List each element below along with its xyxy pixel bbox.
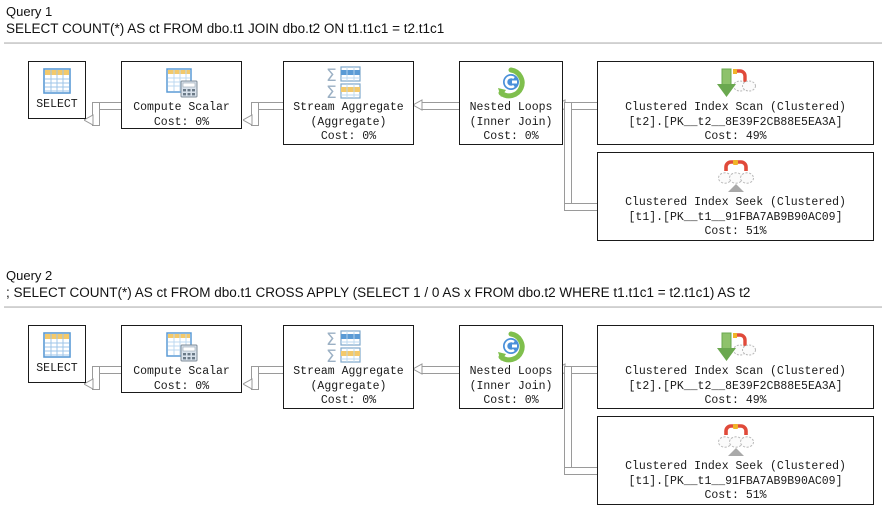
plan-node-stream-aggregate-cost-2: Cost: 0% [320, 394, 377, 407]
plan-node-clustered-index-scan-label-2: Clustered Index Scan (Clustered) [625, 365, 846, 378]
svg-text:Σ: Σ [326, 83, 337, 100]
connector-loops-to-stream [413, 99, 466, 111]
result-table-icon-svg [43, 68, 71, 94]
plan-node-stream-aggregate-sublabel-2: (Aggregate) [310, 379, 387, 393]
arrowhead-icon [243, 114, 253, 126]
plan-node-select-2[interactable]: SELECT [28, 325, 86, 383]
compute-scalar-icon [122, 65, 241, 101]
clustered-index-seek-icon-svg [717, 424, 754, 456]
plan-node-compute-scalar-label-2: Compute Scalar [133, 365, 230, 378]
compute-scalar-icon-svg [165, 68, 197, 98]
plan-node-compute-scalar-cost-2: Cost: 0% [153, 379, 210, 393]
query-block-1: Query 1 SELECT COUNT(*) AS ct FROM dbo.t… [0, 4, 886, 44]
execution-plan-1: SELECT Compute Scalar Cost: 0% [0, 55, 886, 260]
arrowhead-icon [243, 378, 253, 390]
plan-node-stream-aggregate-label: Stream Aggregate [293, 101, 404, 114]
arrowhead-icon [413, 363, 423, 375]
clustered-index-seek-icon [598, 156, 873, 196]
clustered-index-scan-icon [598, 65, 873, 101]
query-2-sql-text: ; SELECT COUNT(*) AS ct FROM dbo.t1 CROS… [6, 285, 751, 300]
plan-node-clustered-index-scan-2[interactable]: Clustered Index Scan (Clustered) [t2].[P… [597, 325, 874, 409]
stream-aggregate-icon: Σ Σ [284, 65, 413, 101]
result-table-icon [29, 328, 85, 362]
query-2-divider [4, 306, 882, 308]
plan-node-stream-aggregate-label-2: Stream Aggregate [293, 365, 404, 378]
plan-node-compute-scalar-label: Compute Scalar [133, 101, 230, 114]
compute-scalar-icon [122, 329, 241, 365]
connector-stream-to-compute-2 [243, 366, 285, 390]
plan-node-select-label: SELECT [36, 98, 78, 111]
clustered-index-scan-icon-svg [716, 332, 756, 361]
connector-seek-to-loops [564, 102, 604, 211]
plan-node-nested-loops-2[interactable]: Nested Loops (Inner Join) Cost: 0% [459, 325, 563, 409]
execution-plan-2: SELECT Compute Scalar Cost: 0% [0, 319, 886, 524]
plan-node-nested-loops[interactable]: Nested Loops (Inner Join) Cost: 0% [459, 61, 563, 145]
query-1-title: Query 1 [6, 4, 53, 19]
arrowhead-icon [84, 114, 94, 126]
plan-node-nested-loops-sublabel-2: (Inner Join) [469, 379, 553, 393]
plan-node-clustered-index-seek-cost-2: Cost: 51% [704, 489, 767, 502]
plan-node-nested-loops-label: Nested Loops [469, 101, 553, 114]
clustered-index-seek-icon-svg [717, 160, 754, 192]
plan-node-clustered-index-scan[interactable]: Clustered Index Scan (Clustered) [t2].[P… [597, 61, 874, 145]
clustered-index-seek-icon [598, 420, 873, 460]
plan-node-stream-aggregate-sublabel: (Aggregate) [310, 115, 387, 129]
plan-node-compute-scalar-2[interactable]: Compute Scalar Cost: 0% [121, 325, 242, 393]
plan-node-nested-loops-label-2: Nested Loops [469, 365, 553, 378]
connector-compute-to-select-2 [84, 366, 123, 390]
nested-loops-icon [460, 65, 562, 101]
plan-node-clustered-index-seek-object-2: [t1].[PK__t1__91FBA7AB9B90AC09] [628, 474, 843, 488]
connector-stream-to-compute [243, 102, 285, 126]
plan-node-clustered-index-scan-object: [t2].[PK__t2__8E39F2CB88E5EA3A] [628, 115, 843, 129]
plan-node-clustered-index-seek-2[interactable]: Clustered Index Seek (Clustered) [t1].[P… [597, 416, 874, 505]
plan-node-clustered-index-scan-object-2: [t2].[PK__t2__8E39F2CB88E5EA3A] [628, 379, 843, 393]
arrowhead-icon [84, 378, 94, 390]
plan-node-clustered-index-seek[interactable]: Clustered Index Seek (Clustered) [t1].[P… [597, 152, 874, 241]
nested-loops-icon [460, 329, 562, 365]
plan-node-clustered-index-seek-label-2: Clustered Index Seek (Clustered) [625, 460, 846, 473]
plan-node-clustered-index-seek-cost: Cost: 51% [704, 225, 767, 238]
plan-node-compute-scalar-cost: Cost: 0% [153, 115, 210, 129]
svg-text:Σ: Σ [326, 66, 337, 86]
plan-node-stream-aggregate-2[interactable]: Σ Σ Stream Aggregate (Aggregate) Cost: 0… [283, 325, 414, 409]
connector-compute-to-select [84, 102, 123, 126]
query-block-2: Query 2 ; SELECT COUNT(*) AS ct FROM dbo… [0, 268, 886, 308]
stream-aggregate-icon-svg: Σ Σ [326, 66, 361, 100]
plan-node-clustered-index-seek-label: Clustered Index Seek (Clustered) [625, 196, 846, 209]
clustered-index-scan-icon-svg [716, 68, 756, 97]
plan-node-select[interactable]: SELECT [28, 61, 86, 119]
plan-node-nested-loops-sublabel: (Inner Join) [469, 115, 553, 129]
query-2-title: Query 2 [6, 268, 53, 283]
plan-node-clustered-index-seek-object: [t1].[PK__t1__91FBA7AB9B90AC09] [628, 210, 843, 224]
plan-node-nested-loops-cost: Cost: 0% [483, 130, 539, 143]
arrowhead-icon [413, 99, 423, 111]
clustered-index-scan-icon [598, 329, 873, 365]
result-table-icon [29, 64, 85, 98]
compute-scalar-icon-svg [165, 332, 197, 362]
stream-aggregate-icon-svg: Σ Σ [326, 330, 361, 364]
plan-node-stream-aggregate[interactable]: Σ Σ Stream Aggregate (Aggregate) Cost: 0… [283, 61, 414, 145]
query-1-divider [4, 42, 882, 44]
nested-loops-icon-svg [498, 331, 525, 363]
query-1-sql-text: SELECT COUNT(*) AS ct FROM dbo.t1 JOIN d… [6, 21, 445, 36]
plan-node-nested-loops-cost-2: Cost: 0% [483, 394, 539, 407]
plan-node-compute-scalar[interactable]: Compute Scalar Cost: 0% [121, 61, 242, 129]
plan-node-clustered-index-scan-cost-2: Cost: 49% [704, 394, 767, 407]
plan-node-clustered-index-scan-label: Clustered Index Scan (Clustered) [625, 101, 846, 114]
svg-text:Σ: Σ [326, 347, 337, 364]
result-table-icon-svg [43, 332, 71, 358]
connector-loops-to-stream-2 [413, 363, 466, 375]
stream-aggregate-icon: Σ Σ [284, 329, 413, 365]
plan-node-select-label-2: SELECT [36, 362, 78, 375]
svg-text:Σ: Σ [326, 330, 337, 350]
plan-node-stream-aggregate-cost: Cost: 0% [320, 130, 377, 143]
plan-node-clustered-index-scan-cost: Cost: 49% [704, 130, 767, 143]
nested-loops-icon-svg [498, 67, 525, 99]
